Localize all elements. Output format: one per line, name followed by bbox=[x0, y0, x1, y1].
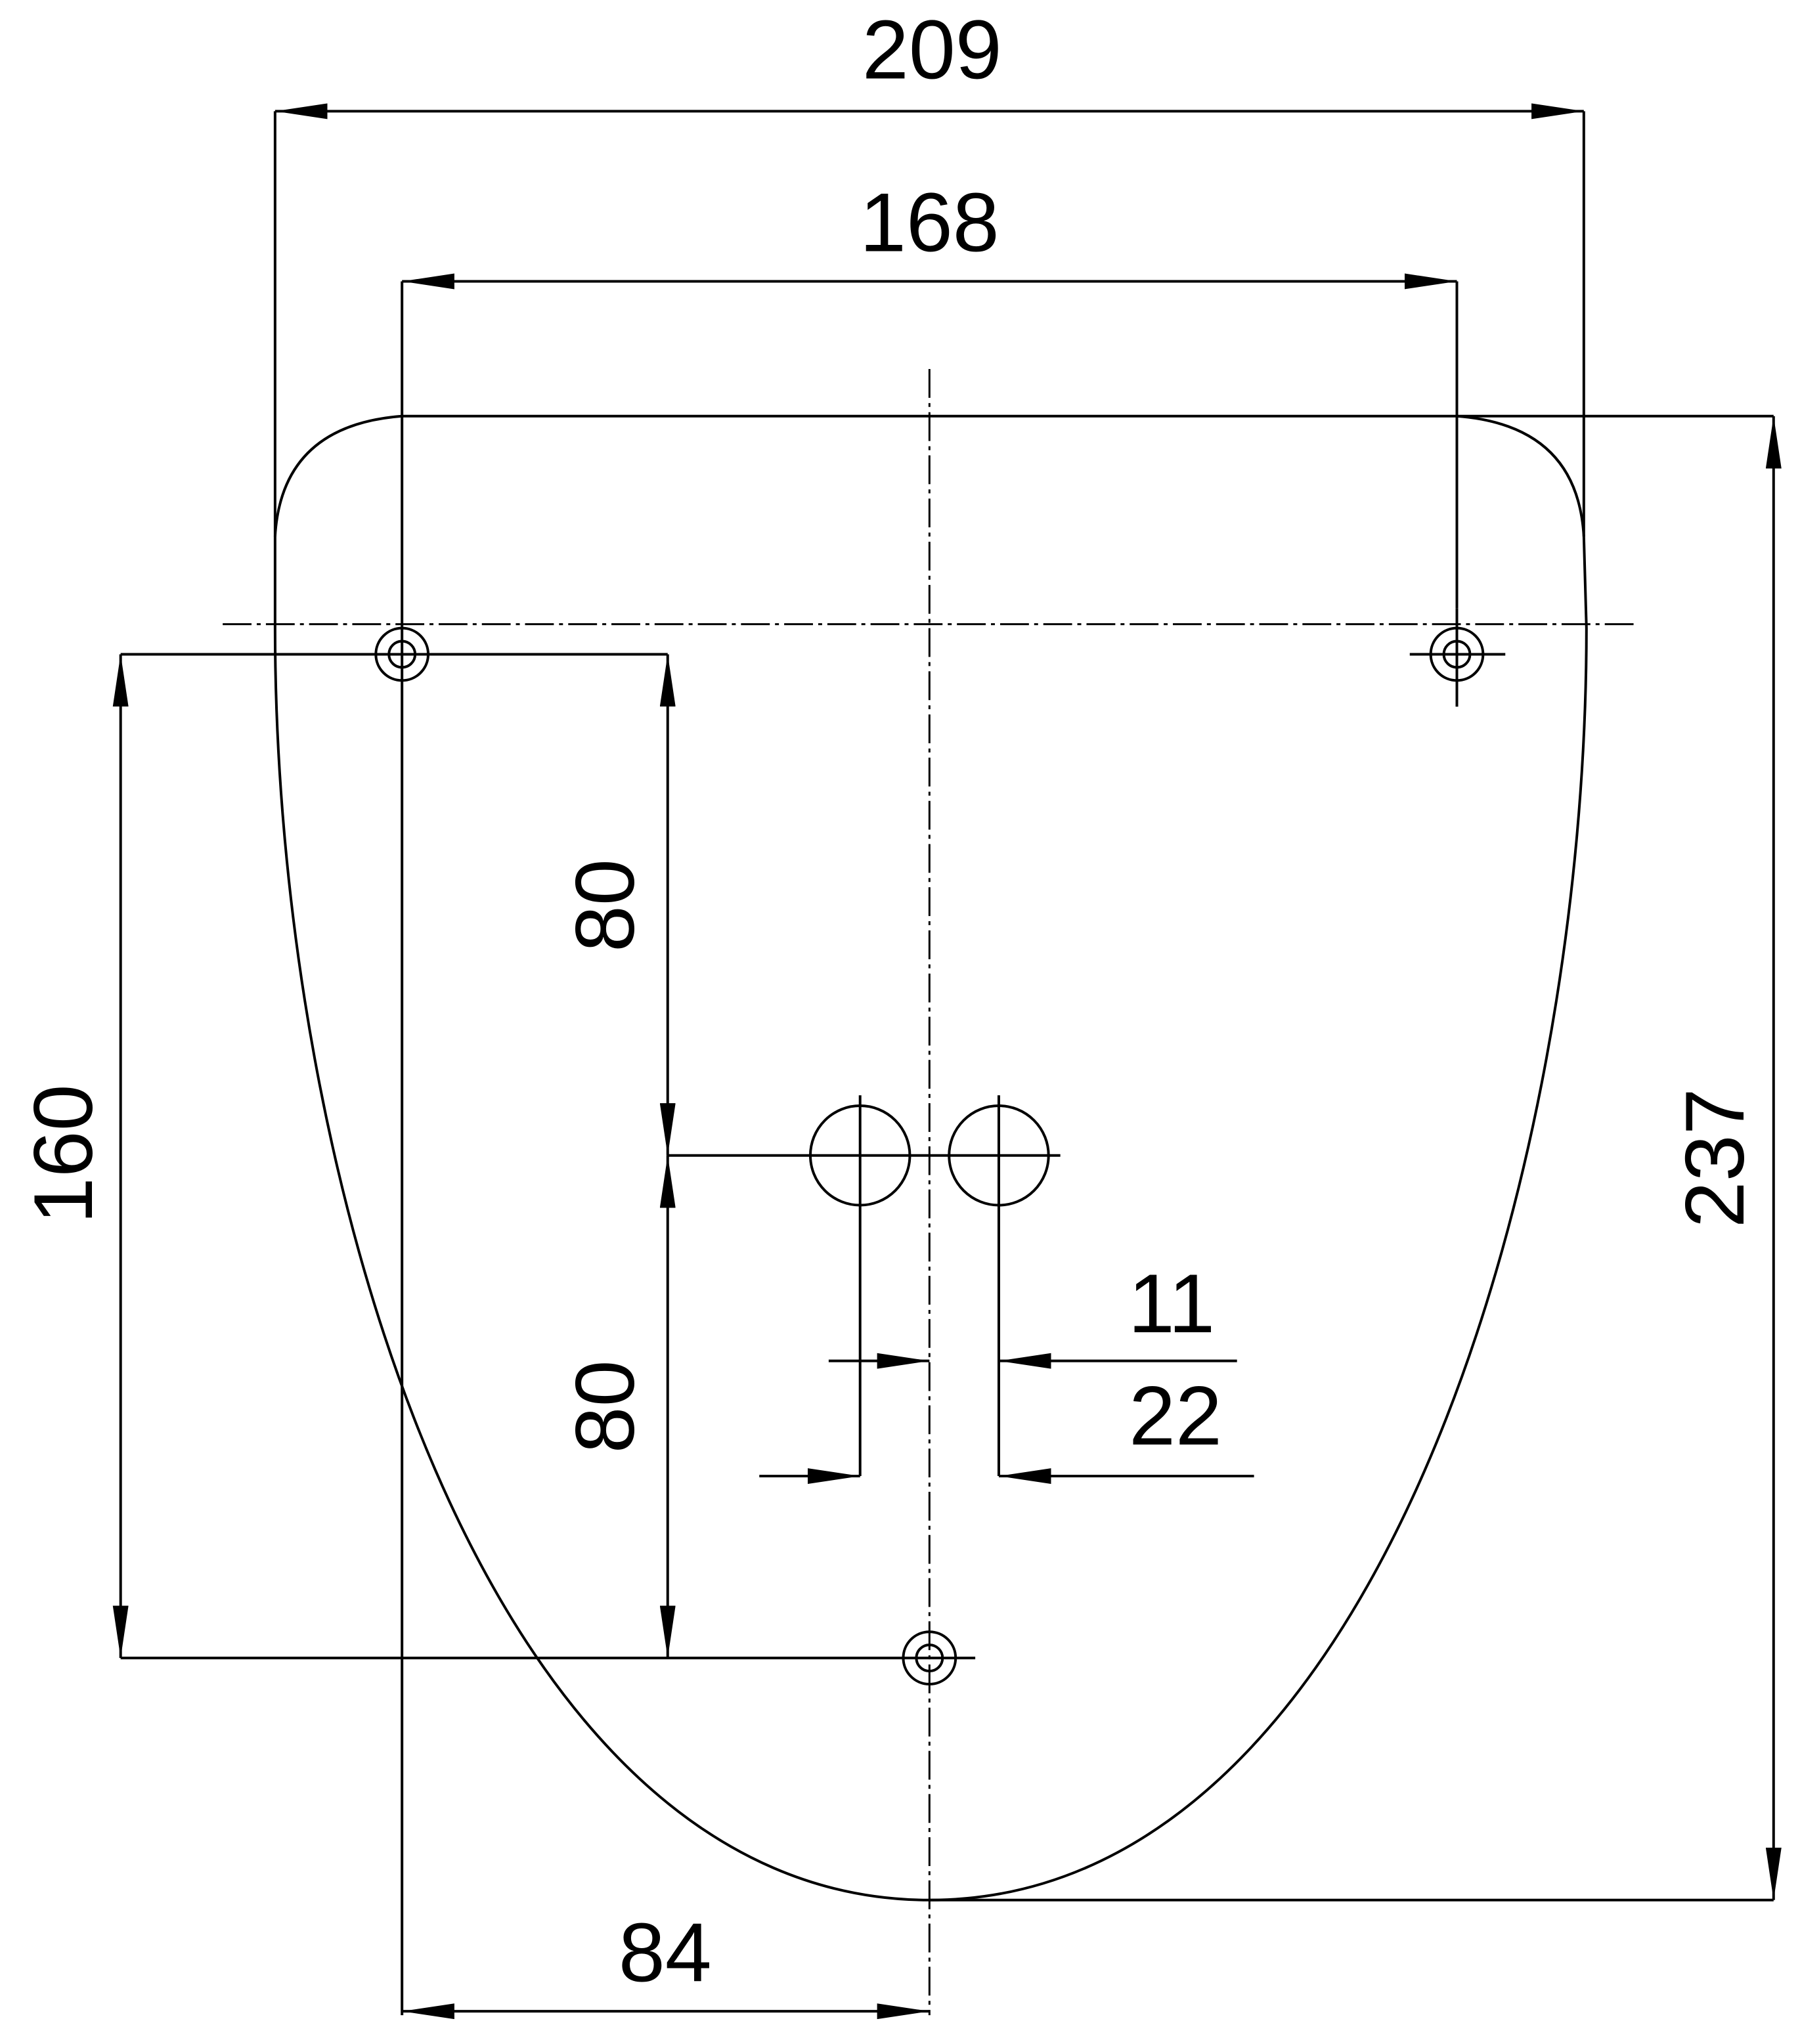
dim-22-label: 22 bbox=[1129, 1370, 1222, 1463]
mounting-hole-right bbox=[1409, 608, 1506, 707]
dim-237-label: 237 bbox=[1669, 1088, 1762, 1228]
dim-84-label: 84 bbox=[619, 1906, 712, 1999]
dim-209-label: 209 bbox=[862, 4, 1002, 97]
dim-80-upper-label: 80 bbox=[559, 859, 652, 952]
dim-11-label: 11 bbox=[1128, 1257, 1215, 1351]
dim-80-lower-label: 80 bbox=[559, 1360, 652, 1453]
part-outline bbox=[273, 414, 1588, 1902]
dim-160-label: 160 bbox=[17, 1084, 110, 1224]
dim-168-label: 168 bbox=[860, 177, 999, 270]
